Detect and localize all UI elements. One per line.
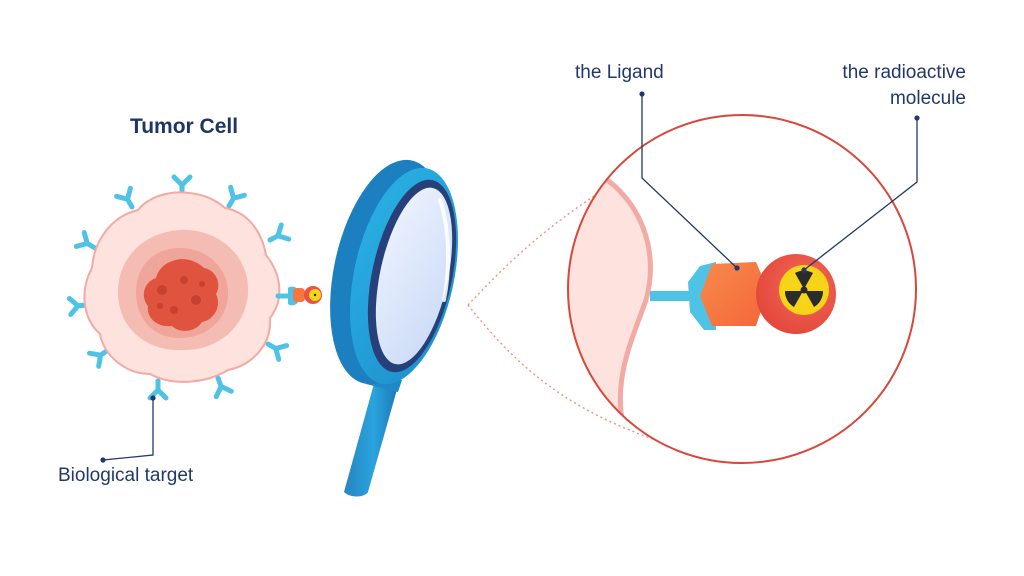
radioactive-leader-dot-end [801,267,807,273]
ligand-label: the Ligand [575,62,664,83]
radioactive-label-line1: the radioactive [842,62,966,83]
target-leader-line [102,398,154,461]
target-leader-dot [150,395,156,401]
magnifier-lens [375,187,453,365]
receptor [147,378,169,401]
receptor [73,230,98,251]
bound-radioligand-small [275,286,322,306]
ligand-leader-dot-end [734,265,740,271]
receptor [265,341,290,362]
receptors [66,174,292,401]
zoomed-ligand [700,262,768,326]
zoom-circle-outline [567,114,917,464]
ligand-leader-line [641,94,738,269]
target-leader-dot-end [100,457,106,463]
tumor-cell [66,174,322,401]
receptor [114,185,135,210]
receptor [267,222,292,243]
tumor-cell-title: Tumor Cell [130,115,238,138]
radioactive-label-line2: molecule [890,88,966,109]
magnifier-handle [344,380,398,497]
magnifying-glass-icon [330,159,458,497]
radiation-trefoil-icon [784,270,824,307]
receptor [213,375,234,400]
zoomed-radioactive-molecule [756,254,836,334]
nucleus [143,259,219,331]
radioactive-leader-dot [914,115,920,121]
receptor [226,184,247,209]
biological-target-label: Biological target [58,465,194,486]
nucleus-spots [157,276,205,314]
ligand-leader-dot [639,91,645,97]
radioactive-leader-line [803,118,918,271]
zoom-callout [467,114,917,464]
